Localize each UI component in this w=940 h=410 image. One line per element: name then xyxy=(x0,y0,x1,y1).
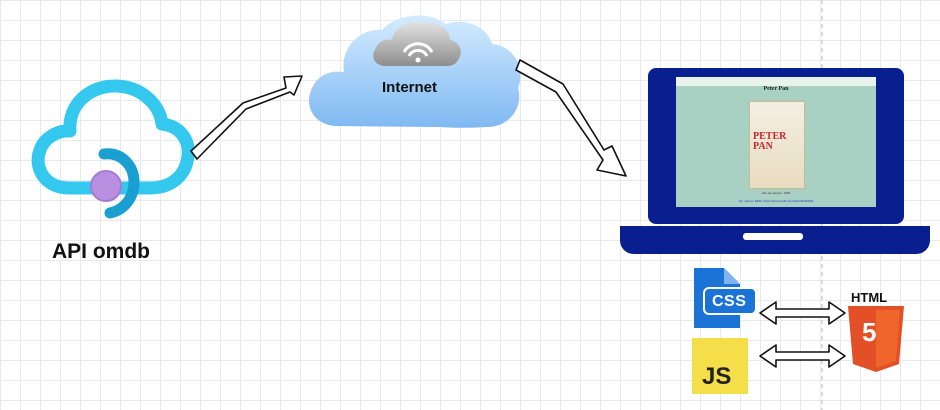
js-icon xyxy=(692,338,748,394)
movie-poster: PETER PAN xyxy=(749,101,805,189)
screen-link-line[interactable]: Ver más en IMDb: https://www.imdb.com/ti… xyxy=(738,199,814,203)
css-file-icon xyxy=(694,268,757,328)
screen-year-line: Año de estreno: 1953 xyxy=(761,191,791,195)
double-arrow-css-html xyxy=(759,301,846,325)
screen-title: Peter Pan xyxy=(763,86,789,92)
html-version: 5 xyxy=(862,317,877,347)
api-cloud-icon xyxy=(31,79,195,219)
api-label: API omdb xyxy=(52,240,150,263)
internet-label: Internet xyxy=(382,79,438,96)
arrow-internet-to-laptop xyxy=(515,59,627,177)
html-label: HTML xyxy=(851,290,888,305)
double-arrow-js-html xyxy=(759,344,846,368)
poster-title: PETER PAN xyxy=(753,131,787,152)
html5-icon xyxy=(848,306,904,372)
internet-cloud-icon xyxy=(308,15,521,128)
arrow-api-to-internet xyxy=(190,75,303,160)
css-label: CSS xyxy=(712,293,747,310)
laptop-screen: Peter Pan PETER PAN Año de estreno: 1953… xyxy=(676,77,876,207)
screen-top-bar xyxy=(676,77,876,86)
js-label: JS xyxy=(702,363,732,390)
